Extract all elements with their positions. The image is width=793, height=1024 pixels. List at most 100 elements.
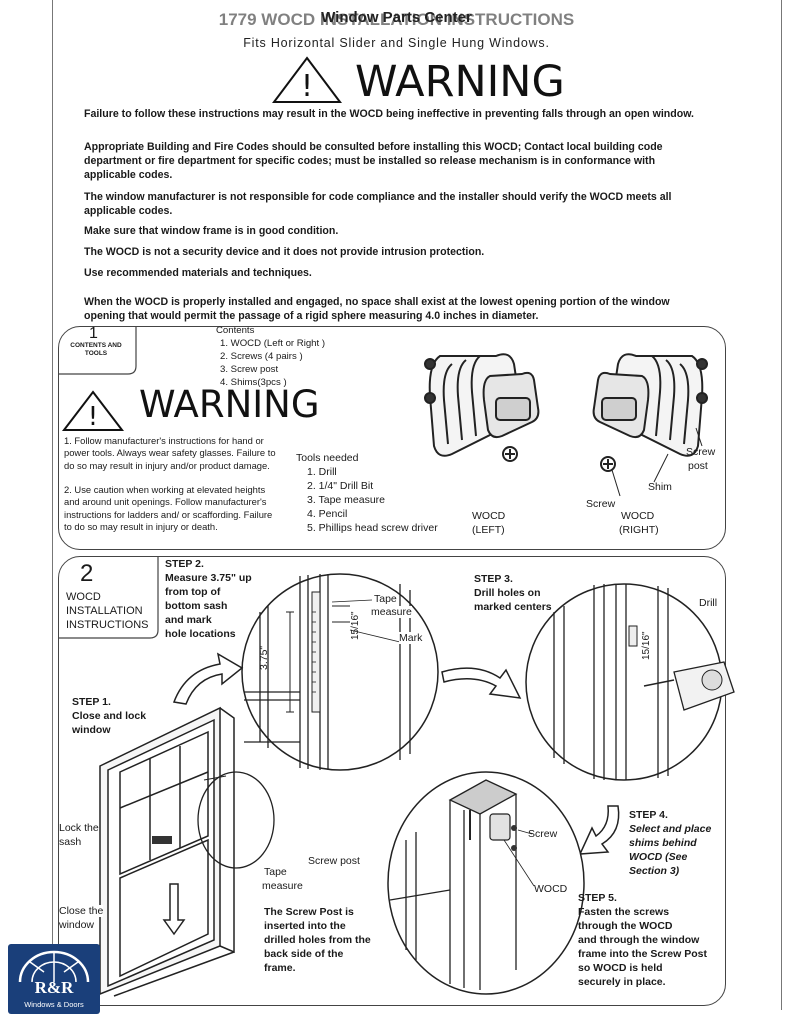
contents-item: 4. Shims(3pcs ) xyxy=(220,377,287,388)
step5-text: frame into the Screw Post xyxy=(578,948,707,960)
step5-text: STEP 5. xyxy=(578,892,617,904)
step3-text: Drill holes on xyxy=(474,587,541,599)
page-border xyxy=(52,0,782,1010)
arrow-icon xyxy=(172,652,244,705)
step2-text: STEP 2. xyxy=(165,558,204,570)
warning-paragraph: The window manufacturer is not responsib… xyxy=(84,191,672,217)
step3-text: STEP 3. xyxy=(474,573,513,585)
screw-label: Screw xyxy=(528,828,558,840)
step45-circle-illustration xyxy=(387,771,585,995)
contents-item: 2. Screws (4 pairs ) xyxy=(220,351,303,362)
step1-text: Close and lock xyxy=(72,710,147,722)
lock-sash-label: Lock the xyxy=(59,822,99,834)
step4-text: WOCD (See xyxy=(629,851,688,863)
close-window-label: Close the xyxy=(59,905,104,917)
step3-circle-illustration xyxy=(525,583,735,781)
tools-title: Tools needed xyxy=(296,452,359,464)
step1-text: window xyxy=(72,724,111,736)
dim-375-label: 3.75" xyxy=(258,645,270,670)
svg-text:!: ! xyxy=(301,69,313,104)
step2-circle-illustration xyxy=(241,573,439,771)
lock-sash-label: sash xyxy=(59,836,82,848)
step5-text: through the WOCD xyxy=(578,920,673,932)
dim-1516-label: 15/16" xyxy=(350,611,361,640)
tools-item: 3. Tape measure xyxy=(307,494,386,506)
step2-text: bottom sash xyxy=(165,600,228,612)
step2-text: Measure 3.75" up xyxy=(165,572,252,584)
contents-title: Contents xyxy=(216,325,255,336)
section-contents-and-tools xyxy=(58,326,726,550)
arch-window-icon xyxy=(18,950,90,983)
step4-text: STEP 4. xyxy=(629,809,668,821)
watermark-overlay-title: Window Parts Center xyxy=(321,9,472,26)
drill-label: Drill xyxy=(699,597,718,609)
page-subtitle: Fits Horizontal Slider and Single Hung W… xyxy=(243,36,550,50)
mark-label: Mark xyxy=(399,632,423,644)
brand-logo: R&R Windows & Doors xyxy=(8,944,100,1014)
screwpost-note: drilled holes from the xyxy=(264,934,371,946)
close-window-label: window xyxy=(59,919,95,931)
page-title: 1779 WOCD INSTALLATION INSTRUCTIONS xyxy=(218,10,575,29)
section-installation xyxy=(58,556,726,1006)
arrow-icon xyxy=(441,667,522,699)
wocd-left-label: (LEFT) xyxy=(472,524,505,536)
step2-text: hole locations xyxy=(165,628,236,640)
step5-text: so WOCD is held xyxy=(578,962,663,974)
warning-paragraph: Use recommended materials and techniques… xyxy=(84,267,312,279)
screwpost-note: The Screw Post is xyxy=(264,906,354,918)
contents-item: 3. Screw post xyxy=(220,364,279,375)
tape-measure-label: Tape xyxy=(374,593,397,605)
screw-post-label: Screw xyxy=(686,446,716,458)
dim-1516-label: 15/16" xyxy=(641,631,652,660)
section-tab-outline xyxy=(58,556,159,639)
shim-label: Shim xyxy=(648,481,672,493)
wocd-left-illustration xyxy=(424,353,540,462)
tools-item: 4. Pencil xyxy=(307,508,348,520)
step2-text: from top of xyxy=(165,586,221,598)
step4-text: Section 3) xyxy=(629,865,680,877)
screw-label: Screw xyxy=(586,498,616,510)
logo-name: R&R xyxy=(34,978,74,997)
step4-text: shims behind xyxy=(629,837,697,849)
screwpost-note: frame. xyxy=(264,962,296,974)
wocd-left-label: WOCD xyxy=(472,510,506,522)
screwpost-note: inserted into the xyxy=(264,920,346,932)
section-label: WOCD xyxy=(66,591,101,603)
section-warning-heading: WARNING xyxy=(139,383,320,426)
section-number: 1 xyxy=(89,325,98,342)
step5-text: Fasten the screws xyxy=(578,906,670,918)
section-label: INSTALLATION xyxy=(66,605,143,617)
section-tab-outline xyxy=(58,326,137,375)
warning-triangle-icon: ! xyxy=(61,390,125,432)
step3-text: marked centers xyxy=(474,601,552,613)
step5-text: securely in place. xyxy=(578,976,666,988)
section-number: 2 xyxy=(80,560,94,587)
tools-item: 5. Phillips head screw driver xyxy=(307,522,438,534)
wocd-label: WOCD xyxy=(534,883,568,895)
screw-post-label: post xyxy=(688,460,708,472)
arrow-icon xyxy=(578,805,620,855)
tape-measure-label: measure xyxy=(371,606,412,618)
window-illustration xyxy=(99,706,235,997)
step2-text: and mark xyxy=(165,614,212,626)
wocd-right-label: (RIGHT) xyxy=(619,524,659,536)
warning-triangle-icon: ! xyxy=(272,56,342,104)
magnify-circle xyxy=(197,771,275,869)
step5-text: and through the window xyxy=(578,934,700,946)
warning-paragraph: The WOCD is not a security device and it… xyxy=(84,246,485,258)
screwpost-note: back side of the xyxy=(264,948,344,960)
warning-paragraph: Make sure that window frame is in good c… xyxy=(84,225,339,237)
tools-item: 1. Drill xyxy=(307,466,337,478)
contents-item: 1. WOCD (Left or Right ) xyxy=(220,338,326,349)
warning-paragraph: Appropriate Building and Fire Codes shou… xyxy=(84,141,663,181)
step4-text: Select and place xyxy=(629,823,712,835)
section-label: INSTRUCTIONS xyxy=(66,619,149,631)
wocd-right-label: WOCD xyxy=(621,510,655,522)
tape-measure-label: Tape xyxy=(264,866,287,878)
tools-item: 2. 1/4" Drill Bit xyxy=(307,480,374,492)
step1-text: STEP 1. xyxy=(72,696,111,708)
section-warning-item: 2. Use caution when working at elevated … xyxy=(64,484,273,532)
svg-text:!: ! xyxy=(88,402,98,432)
screw-post-label: Screw post xyxy=(308,855,360,867)
section-label: CONTENTS AND TOOLS xyxy=(70,342,122,357)
